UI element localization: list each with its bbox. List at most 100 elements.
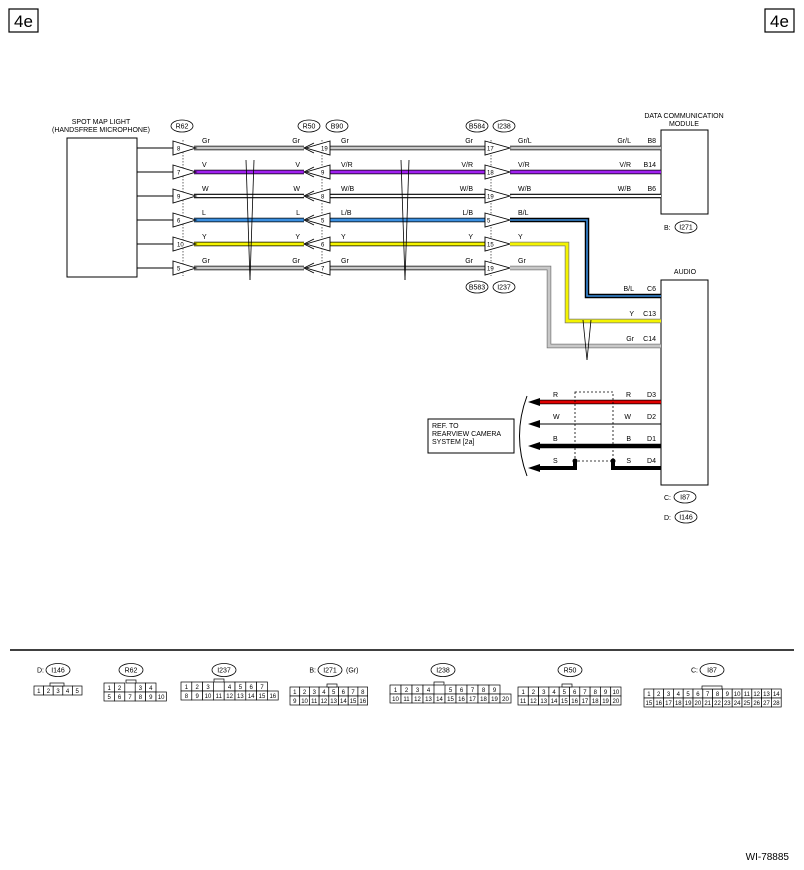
wire-color-label: B xyxy=(626,436,631,443)
svg-text:8: 8 xyxy=(361,690,365,696)
r62-pin-number: 5 xyxy=(177,267,181,273)
wire-color-label: Y xyxy=(341,234,346,241)
svg-text:4: 4 xyxy=(228,685,232,691)
wire-color-label: V/R xyxy=(619,162,631,169)
dcm-subtitle: MODULE xyxy=(669,121,699,128)
svg-text:5: 5 xyxy=(686,692,690,698)
terminal-label: D2 xyxy=(647,414,656,421)
svg-text:9: 9 xyxy=(293,699,297,705)
callout-r62: R62 xyxy=(176,124,189,131)
callout-b584: B584 xyxy=(469,124,485,131)
ref-line-3: SYSTEM [2a] xyxy=(432,439,474,446)
svg-text:7: 7 xyxy=(128,695,132,701)
svg-text:11: 11 xyxy=(744,692,751,698)
r62-pin-number: 8 xyxy=(177,147,181,153)
b584-pin-19 xyxy=(484,260,512,276)
b584-pin-5 xyxy=(484,212,512,228)
dcm-conn-label: I271 xyxy=(679,225,693,232)
svg-text:16: 16 xyxy=(655,701,662,707)
svg-text:10: 10 xyxy=(205,694,212,700)
r50-pin-7 xyxy=(304,260,331,276)
r62-pin-number: 7 xyxy=(177,171,181,177)
legend-label-i237: I237 xyxy=(217,668,231,675)
svg-text:9: 9 xyxy=(149,695,153,701)
svg-text:15: 15 xyxy=(447,697,454,703)
terminal-label: B14 xyxy=(644,162,657,169)
wire-color-label: S xyxy=(626,458,631,465)
svg-text:1: 1 xyxy=(293,690,297,696)
wire-color-label: Gr xyxy=(292,258,300,265)
svg-text:27: 27 xyxy=(763,701,770,707)
ref-line-1: REF. TO xyxy=(432,423,459,430)
r62-pin-5 xyxy=(172,260,198,276)
svg-text:14: 14 xyxy=(436,697,443,703)
svg-text:9: 9 xyxy=(604,690,608,696)
svg-text:5: 5 xyxy=(449,688,453,694)
svg-text:17: 17 xyxy=(665,701,672,707)
svg-text:5: 5 xyxy=(108,695,112,701)
svg-text:5: 5 xyxy=(239,685,243,691)
terminal-label: C14 xyxy=(643,336,656,343)
audio-conn-d-prefix: D: xyxy=(664,515,671,522)
svg-text:10: 10 xyxy=(613,690,620,696)
svg-text:2: 2 xyxy=(196,685,200,691)
r50-pin-8 xyxy=(304,188,331,204)
wire-color-label: V xyxy=(295,162,300,169)
arrow-head xyxy=(528,442,540,450)
legend-label-r50: R50 xyxy=(564,668,577,675)
r62-pin-6 xyxy=(172,212,198,228)
i238-pin-number: 17 xyxy=(487,147,494,153)
svg-text:7: 7 xyxy=(583,690,587,696)
svg-text:13: 13 xyxy=(540,699,547,705)
wire-color-label: L/B xyxy=(462,210,473,217)
terminal-label: B6 xyxy=(647,186,656,193)
i238-pin-number: 19 xyxy=(487,195,494,201)
b90-pin-number: 7 xyxy=(321,267,325,273)
svg-text:11: 11 xyxy=(520,699,527,705)
svg-text:6: 6 xyxy=(342,690,346,696)
svg-text:1: 1 xyxy=(185,685,189,691)
wire-color-label: V/R xyxy=(518,162,530,169)
svg-text:1: 1 xyxy=(108,686,112,692)
svg-text:16: 16 xyxy=(571,699,578,705)
terminal-label: D4 xyxy=(647,458,656,465)
terminal-label: D1 xyxy=(647,436,656,443)
wire-color-label: W xyxy=(553,414,560,421)
dcm-box xyxy=(660,129,709,215)
wire-color-label: Y xyxy=(202,234,207,241)
legend-prefix: C: xyxy=(691,668,698,675)
wire-color-label: V xyxy=(202,162,207,169)
svg-text:20: 20 xyxy=(502,697,509,703)
wire-color-label: Gr xyxy=(292,138,300,145)
svg-text:6: 6 xyxy=(460,688,464,694)
wire-color-label: Gr xyxy=(465,258,473,265)
wire-color-label: L xyxy=(202,210,206,217)
legend-label-r62: R62 xyxy=(125,668,138,675)
wire-color-label: W/B xyxy=(341,186,355,193)
audio-routing xyxy=(510,217,661,361)
wire-color-label: Gr/L xyxy=(518,138,532,145)
svg-text:1: 1 xyxy=(521,690,525,696)
svg-text:23: 23 xyxy=(724,701,731,707)
svg-text:2: 2 xyxy=(657,692,661,698)
r62-pin-7 xyxy=(172,164,198,180)
svg-text:20: 20 xyxy=(695,701,702,707)
b584-pin-19 xyxy=(484,188,512,204)
svg-text:10: 10 xyxy=(392,697,399,703)
wire-color-label: Gr xyxy=(341,138,349,145)
svg-text:16: 16 xyxy=(269,694,276,700)
svg-text:4: 4 xyxy=(322,690,326,696)
svg-text:7: 7 xyxy=(351,690,355,696)
svg-text:13: 13 xyxy=(425,697,432,703)
connector-guides xyxy=(182,140,492,276)
wire-color-label: L xyxy=(296,210,300,217)
wire-color-label: V/R xyxy=(341,162,353,169)
svg-text:11: 11 xyxy=(311,699,318,705)
